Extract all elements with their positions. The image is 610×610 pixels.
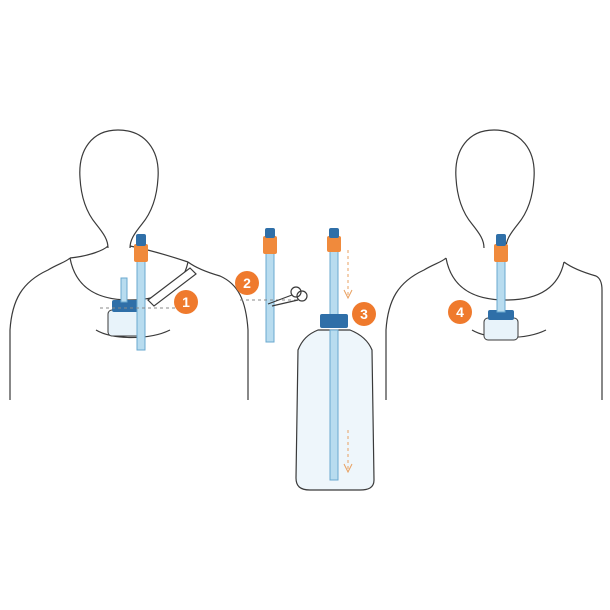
step-number-4: 4 bbox=[456, 304, 464, 320]
hose-step3 bbox=[327, 228, 341, 319]
bottle-cap-left bbox=[107, 277, 143, 337]
knife-icon bbox=[147, 267, 197, 307]
figure-right bbox=[385, 129, 603, 400]
hose-right bbox=[494, 234, 508, 313]
head-outline bbox=[455, 129, 535, 249]
arrow-down-icon bbox=[343, 250, 353, 300]
step-badge-4: 4 bbox=[448, 300, 472, 324]
soft-flask bbox=[295, 314, 375, 491]
arrow-down-icon bbox=[343, 430, 353, 474]
scissors-icon bbox=[267, 286, 308, 307]
collar-line bbox=[95, 329, 171, 339]
step-number-3: 3 bbox=[360, 306, 368, 322]
hose-left bbox=[134, 234, 148, 351]
head-outline bbox=[79, 129, 159, 249]
torso-outline bbox=[385, 257, 603, 400]
shoulder-line bbox=[69, 245, 189, 263]
step-badge-2: 2 bbox=[235, 271, 259, 295]
figure-left bbox=[9, 129, 249, 400]
hose-step2 bbox=[263, 228, 277, 343]
step-number-2: 2 bbox=[243, 275, 251, 291]
step-badge-1: 1 bbox=[174, 290, 198, 314]
bottle-cap-right bbox=[483, 310, 519, 341]
step-badge-3: 3 bbox=[352, 302, 376, 326]
step-number-1: 1 bbox=[182, 294, 190, 310]
